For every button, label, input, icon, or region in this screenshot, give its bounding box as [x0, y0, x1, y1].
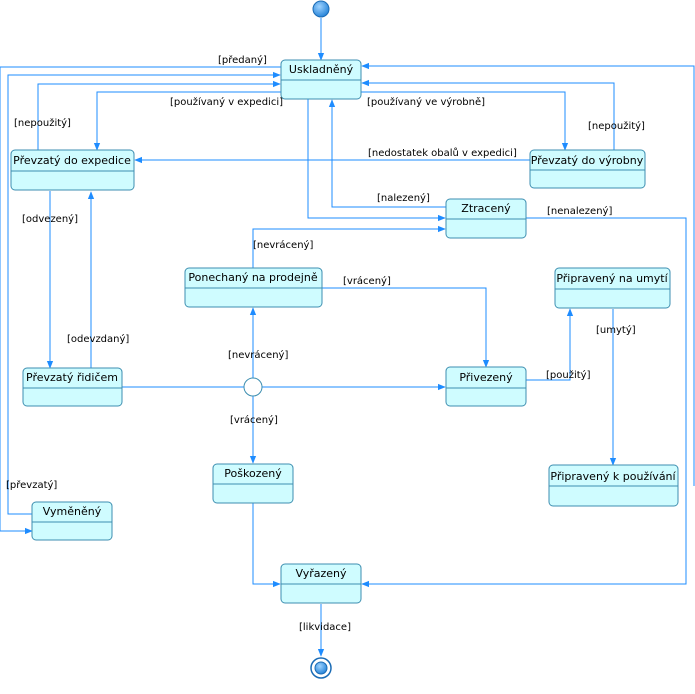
guard-pouzivany-expedici: [používaný v expedici] [170, 96, 283, 108]
state-uskladneny[interactable]: Uskladněný [280, 59, 362, 100]
state-privezeny[interactable]: Přivezený [445, 366, 527, 407]
state-label: Poškozený [224, 467, 282, 480]
edge-uskladneny-to-ztraceny [307, 99, 446, 222]
guard-odevzdany: [odevzdaný] [67, 333, 129, 345]
guard-likvidace: [likvidace] [299, 622, 351, 633]
guard-nevraceny-mid: [nevrácený] [228, 349, 288, 361]
guard-odvezeny: [odvezený] [22, 213, 78, 225]
state-vymeneny[interactable]: Vyměněný [31, 501, 113, 541]
guard-nedostatek-obalu: [nedostatek obalů v expedici] [368, 147, 517, 159]
state-label: Přivezený [459, 371, 513, 384]
guard-labels: [předaný] [používaný v expedici] [použív… [6, 54, 645, 633]
final-node [310, 657, 332, 679]
guard-pouzity: [použitý] [546, 369, 591, 381]
edge-ponechany-to-privezeny [322, 287, 490, 368]
guard-umyty: [umytý] [596, 324, 636, 336]
state-label: Vyřazený [295, 567, 347, 580]
state-label: Vyměněný [43, 505, 102, 518]
guard-prevzaty: [převzatý] [6, 479, 57, 491]
edge-ponechany-to-ztraceny [252, 225, 446, 268]
state-label: Připravený k používání [550, 470, 676, 483]
state-prevzaty-ridicem[interactable]: Převzatý řidičem [22, 367, 123, 407]
edge-poskozeny-to-vyrazeny [252, 503, 281, 588]
state-label: Ponechaný na prodejně [188, 271, 317, 284]
edge-ztraceny-to-uskladneny [328, 99, 446, 208]
state-ztraceny[interactable]: Ztracený [445, 198, 527, 239]
decision-node [243, 377, 263, 397]
guard-predany: [předaný] [218, 54, 267, 66]
edge-ztraceny-to-vyrazeny [361, 217, 687, 588]
guard-nevraceny-top: [nevrácený] [253, 239, 313, 251]
state-vyrazeny[interactable]: Vyřazený [280, 563, 362, 604]
state-poskozeny[interactable]: Poškozený [212, 463, 294, 504]
edge-uskladneny-to-expedice [93, 91, 281, 151]
guard-nenalezeny: [nenalezený] [547, 205, 612, 217]
edge-vymeneny-to-uskladneny [7, 71, 281, 515]
edge-uskladneny-to-vymeneny [0, 66, 281, 535]
guard-pouzivany-vyrobne: [používaný ve výrobně] [367, 96, 485, 108]
state-label: Převzatý řidičem [26, 371, 118, 384]
state-label: Připravený na umytí [556, 272, 668, 285]
state-label: Uskladněný [289, 63, 354, 76]
guard-vraceny-bottom: [vrácený] [230, 414, 278, 426]
state-prevzaty-vyrobny[interactable]: Převzatý do výrobny [529, 149, 646, 189]
edge-uskladneny-to-vyrobny [361, 91, 569, 151]
state-label: Ztracený [461, 202, 511, 215]
guard-vraceny-top: [vrácený] [343, 275, 391, 287]
edge-vyrobny-to-uskladneny [361, 79, 615, 150]
edge-pouzivani-to-uskladneny [361, 62, 695, 486]
state-prevzaty-expedice[interactable]: Převzatý do expedice [10, 149, 135, 191]
state-pripraveny-umyti[interactable]: Připravený na umytí [554, 267, 671, 309]
transitions [0, 18, 695, 657]
guard-nepouzity-left: [nepoužitý] [14, 117, 71, 129]
guard-nalezeny: [nalezený] [377, 192, 430, 204]
edge-privezeny-to-umyti [526, 308, 574, 381]
initial-node [312, 0, 330, 18]
guard-nepouzity-right: [nepoužitý] [588, 120, 645, 132]
edge-expedice-to-uskladneny [37, 80, 281, 151]
state-label: Převzatý do expedice [13, 154, 131, 167]
state-label: Převzatý do výrobny [531, 154, 644, 167]
state-pripraveny-pouzivani[interactable]: Připravený k používání [548, 464, 679, 507]
state-ponechany[interactable]: Ponechaný na prodejně [184, 267, 323, 308]
